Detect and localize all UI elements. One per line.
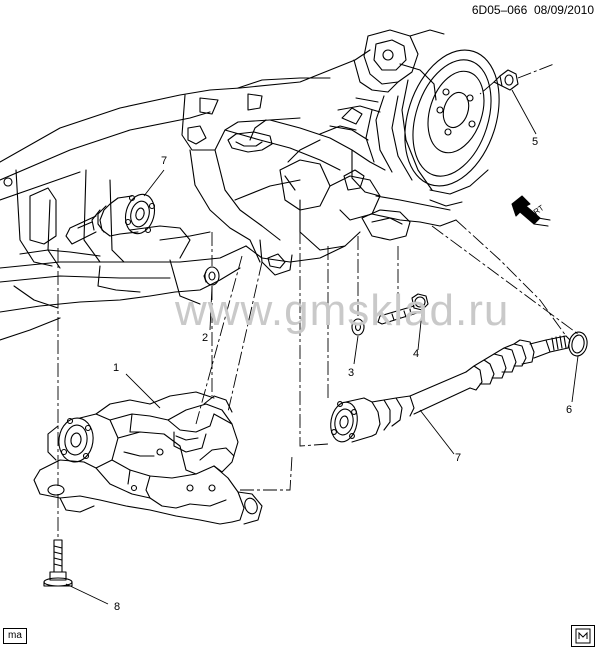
callout-5: 5 xyxy=(532,136,539,148)
drawing-header: 6D05–066 08/09/2010 xyxy=(472,3,594,17)
leader-5 xyxy=(511,89,537,135)
callout-3: 3 xyxy=(348,367,355,379)
part-4-bolt xyxy=(377,293,429,325)
subframe xyxy=(0,49,457,341)
part-2-washer xyxy=(203,266,220,286)
leader-1 xyxy=(125,373,161,409)
part-1-differential xyxy=(33,391,263,525)
knuckle-hub-assembly xyxy=(287,29,500,207)
leader-3 xyxy=(353,335,359,365)
callout-7-lower: 7 xyxy=(455,452,462,464)
part-8-bolt xyxy=(43,539,73,587)
leader-lines xyxy=(65,89,579,605)
corner-tag: ma xyxy=(3,628,27,644)
callout-6: 6 xyxy=(566,404,573,416)
callout-4: 4 xyxy=(413,348,420,360)
drawing-id: 6D05–066 xyxy=(471,3,528,17)
gm-logo-icon xyxy=(571,625,595,647)
alignment-lines xyxy=(57,63,579,540)
part-5-nut xyxy=(493,69,519,91)
callout-7-upper: 7 xyxy=(161,155,168,167)
leader-7-lower xyxy=(419,409,455,455)
callout-2: 2 xyxy=(202,332,209,344)
callout-8: 8 xyxy=(114,601,121,613)
part-6-snap-ring xyxy=(568,331,588,357)
watermark: www.gmsklad.ru xyxy=(175,286,510,335)
drawing-date: 08/09/2010 xyxy=(533,3,594,17)
leader-2 xyxy=(209,285,213,331)
callout-1: 1 xyxy=(113,362,120,374)
leader-6 xyxy=(571,355,579,403)
right-axle-shaft xyxy=(330,335,571,443)
leader-7-upper xyxy=(143,169,165,197)
leader-8 xyxy=(65,583,109,605)
leader-4 xyxy=(417,311,423,351)
front-direction-arrow xyxy=(511,195,551,227)
left-axle-shaft xyxy=(65,193,156,245)
part-3-washer xyxy=(351,318,365,336)
